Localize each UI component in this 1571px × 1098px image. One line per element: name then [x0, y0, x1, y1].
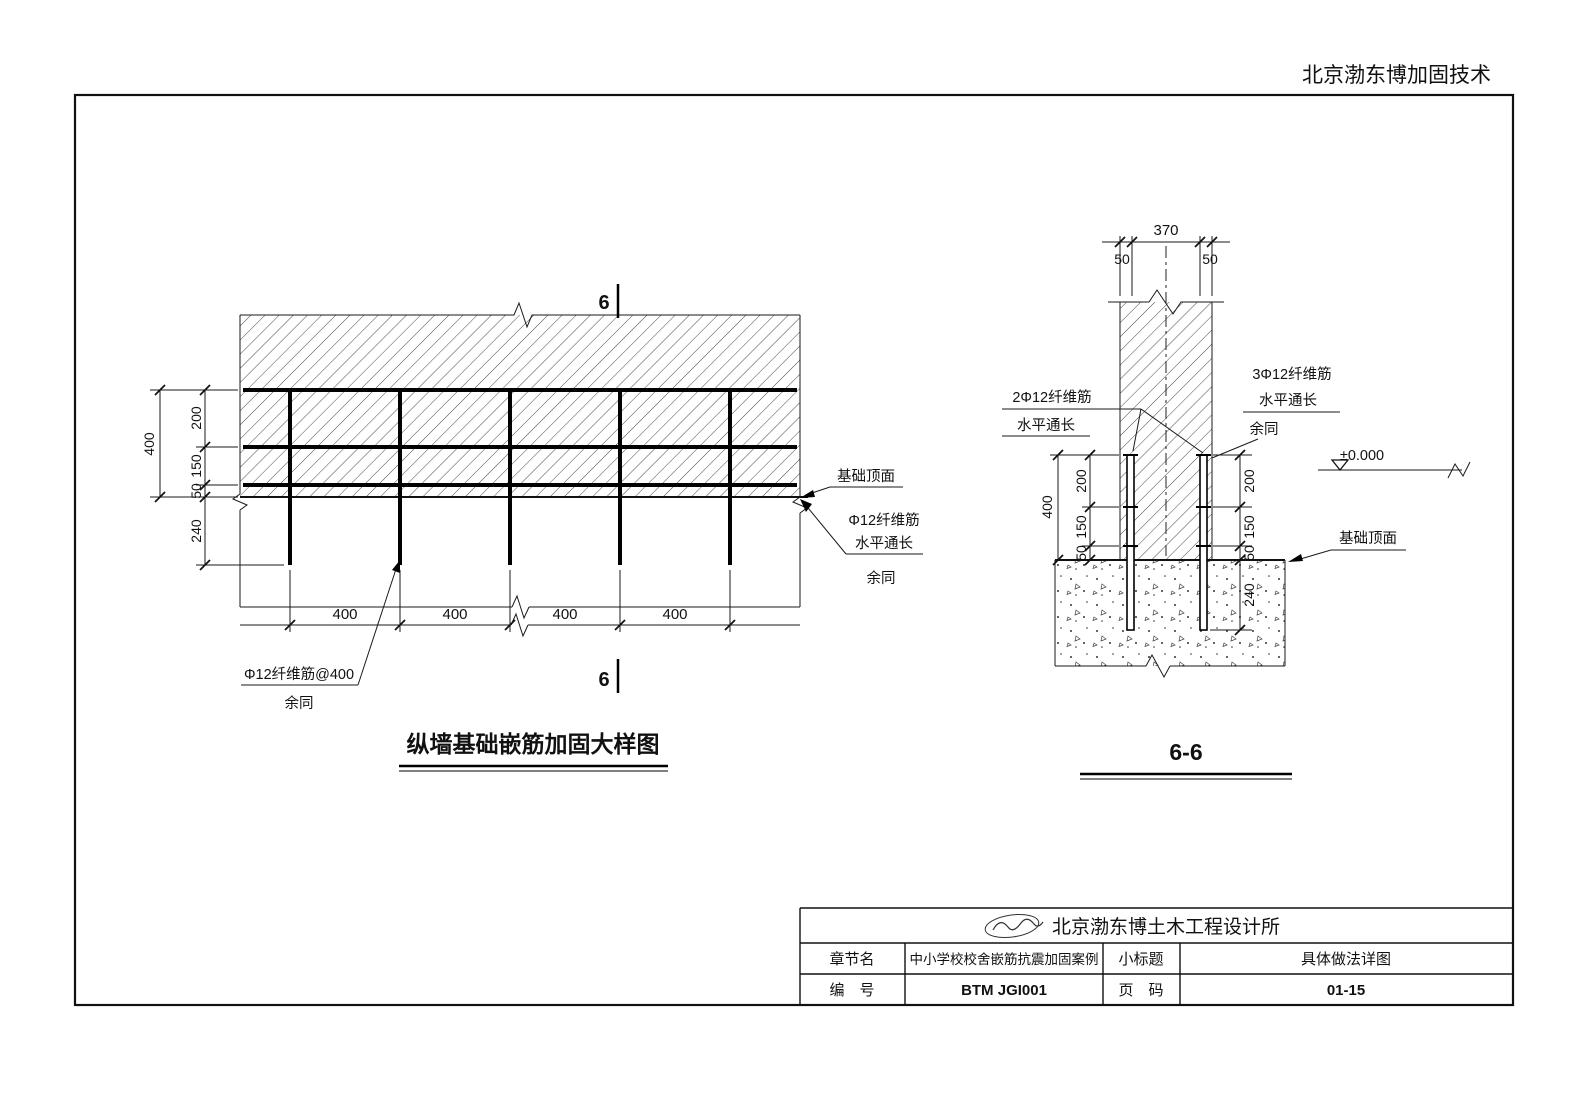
elevation-title-text: 纵墙基础嵌筋加固大样图	[407, 731, 660, 757]
section-title: 6-6	[1080, 739, 1292, 780]
company-logo	[984, 913, 1044, 939]
dim-elevation-150: 150	[188, 454, 204, 478]
wall-outline	[231, 301, 809, 620]
section-rebar	[1123, 454, 1211, 631]
elevation-left-dimensions: 400 200 150 50 240	[141, 384, 284, 571]
leader-arrow	[800, 490, 815, 498]
leader-arrow	[1288, 554, 1303, 562]
title-block: 北京渤东博土木工程设计所 章节名 中小学校校舍嵌筋抗震加固案例 小标题 具体做法…	[799, 907, 1513, 1005]
section-3bar-note-2: 水平通长	[1259, 392, 1317, 409]
elevation-spacing-note-2: 余同	[285, 694, 314, 712]
section-cut-marks: 6 6	[598, 284, 620, 693]
dim-section-50-left: 50	[1073, 545, 1089, 561]
dim-spacing-3: 400	[552, 606, 577, 623]
subtitle-value: 具体做法详图	[1301, 951, 1391, 968]
dim-elevation-embed: 240	[188, 519, 204, 543]
vertical-rebar	[288, 390, 732, 565]
chapter-value: 中小学校校舍嵌筋抗震加固案例	[910, 951, 1099, 967]
section-3bar-note-1: 3Φ12纤维筋	[1252, 366, 1331, 383]
dim-section-total: 400	[1039, 495, 1055, 519]
subtitle-label: 小标题	[1118, 951, 1163, 968]
section-foundation-outline	[1054, 559, 1286, 679]
section-mark-top: 6	[598, 292, 609, 314]
dim-section-200-left: 200	[1073, 469, 1089, 493]
dim-spacing-1: 400	[332, 606, 357, 623]
dim-wall-width: 370	[1153, 222, 1178, 239]
number-label: 编 号	[829, 982, 874, 999]
elevation-foundation-top-label: 基础顶面	[837, 468, 895, 485]
dim-elevation-50: 50	[188, 483, 204, 499]
page-label: 页 码	[1118, 982, 1163, 999]
dim-section-150-left: 150	[1073, 515, 1089, 539]
section-2bar-note-1: 2Φ12纤维筋	[1012, 389, 1091, 406]
chapter-label: 章节名	[829, 950, 874, 968]
horizontal-rebar	[243, 388, 797, 487]
section-annotations: 2Φ12纤维筋 水平通长 3Φ12纤维筋 水平通长 余同 ±0.000 基础顶面	[1002, 366, 1471, 562]
section-left-dimensions: 400 200 150 50	[1039, 449, 1119, 566]
elevation-view: 400 200 150 50 240	[141, 284, 923, 772]
wall-hatch	[240, 315, 800, 497]
level-label: ±0.000	[1340, 448, 1384, 464]
elevation-fiber-note-2: 水平通长	[855, 535, 913, 552]
section-mark-bottom: 6	[598, 669, 609, 691]
elevation-spacing-note-1: Φ12纤维筋@400	[244, 666, 354, 683]
number-value: BTM JGI001	[961, 982, 1047, 999]
dim-spacing-4: 400	[662, 606, 687, 623]
dim-elevation-200: 200	[188, 406, 204, 430]
section-top-dimensions: 370 50 50	[1102, 222, 1230, 296]
page-value: 01-15	[1327, 982, 1365, 999]
section-foundation	[1055, 560, 1285, 666]
dim-spacing-2: 400	[442, 606, 467, 623]
section-view: 370 50 50 400 200 150 50	[1002, 222, 1471, 780]
leader-arrow	[800, 499, 812, 512]
dim-section-50-right: 50	[1241, 545, 1257, 561]
elevation-annotations: 基础顶面 Φ12纤维筋 水平通长 余同 Φ12纤维筋@400 余同	[241, 468, 923, 712]
leader-arrow	[392, 560, 400, 573]
company-name: 北京渤东博土木工程设计所	[1052, 916, 1280, 938]
level-symbol	[1330, 459, 1350, 472]
dim-edge-50-right: 50	[1202, 251, 1218, 267]
dim-edge-50-left: 50	[1114, 251, 1130, 267]
dim-elevation-total: 400	[141, 432, 157, 456]
dim-section-150-right: 150	[1241, 515, 1257, 539]
elevation-title: 纵墙基础嵌筋加固大样图	[399, 731, 668, 772]
elevation-fiber-note-1: Φ12纤维筋	[848, 512, 919, 529]
dim-section-embed: 240	[1241, 583, 1257, 607]
elevation-bottom-dimensions: 400 400 400 400	[240, 570, 800, 638]
dim-section-200-right: 200	[1241, 469, 1257, 493]
section-title-text: 6-6	[1169, 739, 1202, 765]
elevation-fiber-note-3: 余同	[867, 569, 896, 587]
section-wall-outline	[1108, 289, 1224, 560]
header-watermark: 北京渤东博加固技术	[1302, 64, 1491, 87]
section-3bar-note-3: 余同	[1250, 420, 1279, 438]
section-2bar-note-2: 水平通长	[1017, 417, 1075, 434]
section-foundation-top-label: 基础顶面	[1339, 530, 1397, 547]
sheet-border	[73, 93, 1515, 1007]
